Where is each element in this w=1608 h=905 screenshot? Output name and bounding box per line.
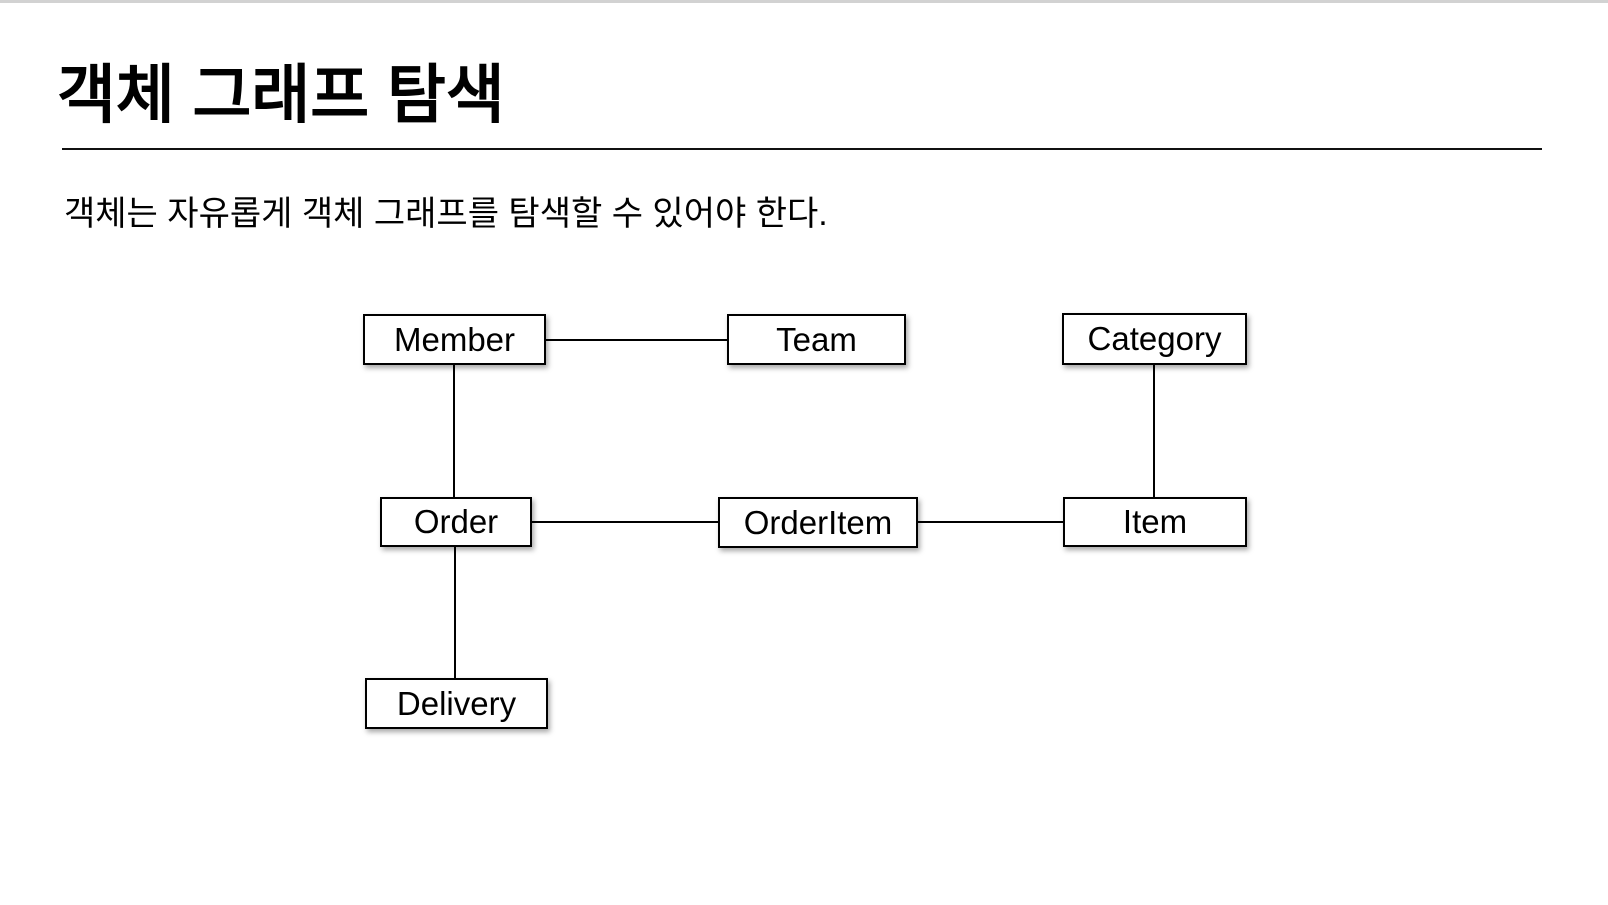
edge-member-order <box>453 365 455 497</box>
node-delivery-label: Delivery <box>396 684 517 722</box>
edge-order-orderitem <box>532 521 718 523</box>
node-delivery: Delivery <box>365 678 548 729</box>
edge-order-delivery <box>454 547 456 678</box>
node-category-label: Category <box>1087 320 1222 357</box>
slide-title: 객체 그래프 탐색 <box>57 59 505 131</box>
node-team-label: Team <box>776 320 857 358</box>
node-order-label: Order <box>413 503 499 540</box>
edge-member-team <box>546 339 727 341</box>
node-item: Item <box>1063 497 1247 547</box>
slide-subtitle: 객체는 자유롭게 객체 그래프를 탐색할 수 있어야 한다. <box>64 195 828 233</box>
top-border-line <box>0 0 1608 3</box>
node-category: Category <box>1062 313 1247 365</box>
node-member: Member <box>363 314 546 365</box>
edge-category-item <box>1153 365 1155 497</box>
node-team: Team <box>727 314 906 365</box>
edge-orderitem-item <box>918 521 1063 523</box>
node-orderitem: OrderItem <box>718 497 918 548</box>
node-orderitem-label: OrderItem <box>743 503 893 541</box>
node-order: Order <box>380 497 532 547</box>
node-member-label: Member <box>393 320 516 358</box>
title-divider <box>62 148 1542 150</box>
node-item-label: Item <box>1122 503 1188 540</box>
